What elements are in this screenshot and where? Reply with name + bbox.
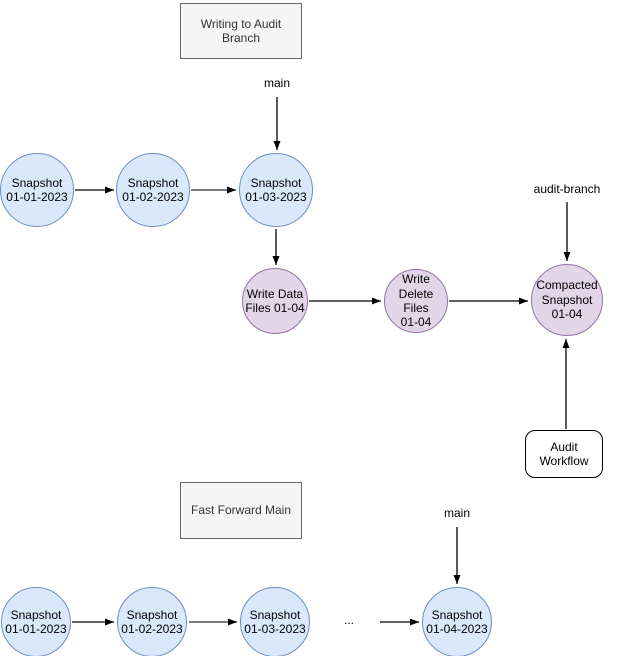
ff-snapshot-node-01-03: Snapshot 01-03-2023 (240, 587, 310, 656)
write-delete-files-label: Write Delete Files 01-04 (398, 272, 434, 330)
main-branch-label: main (263, 76, 290, 90)
section-title-label: Fast Forward Main (190, 503, 292, 518)
snapshot-node-01-02: Snapshot 01-02-2023 (116, 153, 190, 227)
snapshot-label: Snapshot 01-02-2023 (121, 607, 183, 636)
ff-snapshot-node-01-04: Snapshot 01-04-2023 (422, 587, 492, 656)
main-branch-label-ff: main (443, 506, 470, 520)
snapshot-node-01-01: Snapshot 01-01-2023 (0, 153, 74, 227)
ellipsis-label: ... (343, 613, 354, 627)
compacted-snapshot-node: Compacted Snapshot 01-04 (531, 264, 603, 336)
write-data-files-label: Write Data Files 01-04 (245, 286, 305, 315)
snapshot-label: Snapshot 01-01-2023 (6, 175, 68, 204)
section-title-writing-to-audit-branch: Writing to Audit Branch (180, 3, 302, 59)
snapshot-node-01-03: Snapshot 01-03-2023 (239, 153, 313, 227)
snapshot-label: Snapshot 01-02-2023 (122, 175, 184, 204)
snapshot-label: Snapshot 01-01-2023 (5, 607, 67, 636)
section-title-fast-forward-main: Fast Forward Main (180, 482, 302, 539)
audit-workflow-label: Audit Workflow (539, 439, 589, 468)
audit-workflow-box: Audit Workflow (525, 430, 603, 478)
snapshot-label: Snapshot 01-03-2023 (245, 175, 307, 204)
snapshot-label: Snapshot 01-04-2023 (426, 607, 488, 636)
snapshot-label: Snapshot 01-03-2023 (244, 607, 306, 636)
write-data-files-node: Write Data Files 01-04 (242, 268, 308, 334)
audit-branch-label: audit-branch (533, 182, 601, 196)
write-delete-files-node: Write Delete Files 01-04 (384, 269, 448, 333)
ff-snapshot-node-01-01: Snapshot 01-01-2023 (1, 587, 71, 656)
compacted-snapshot-label: Compacted Snapshot 01-04 (536, 278, 598, 322)
ff-snapshot-node-01-02: Snapshot 01-02-2023 (117, 587, 187, 656)
section-title-label: Writing to Audit Branch (200, 16, 282, 45)
